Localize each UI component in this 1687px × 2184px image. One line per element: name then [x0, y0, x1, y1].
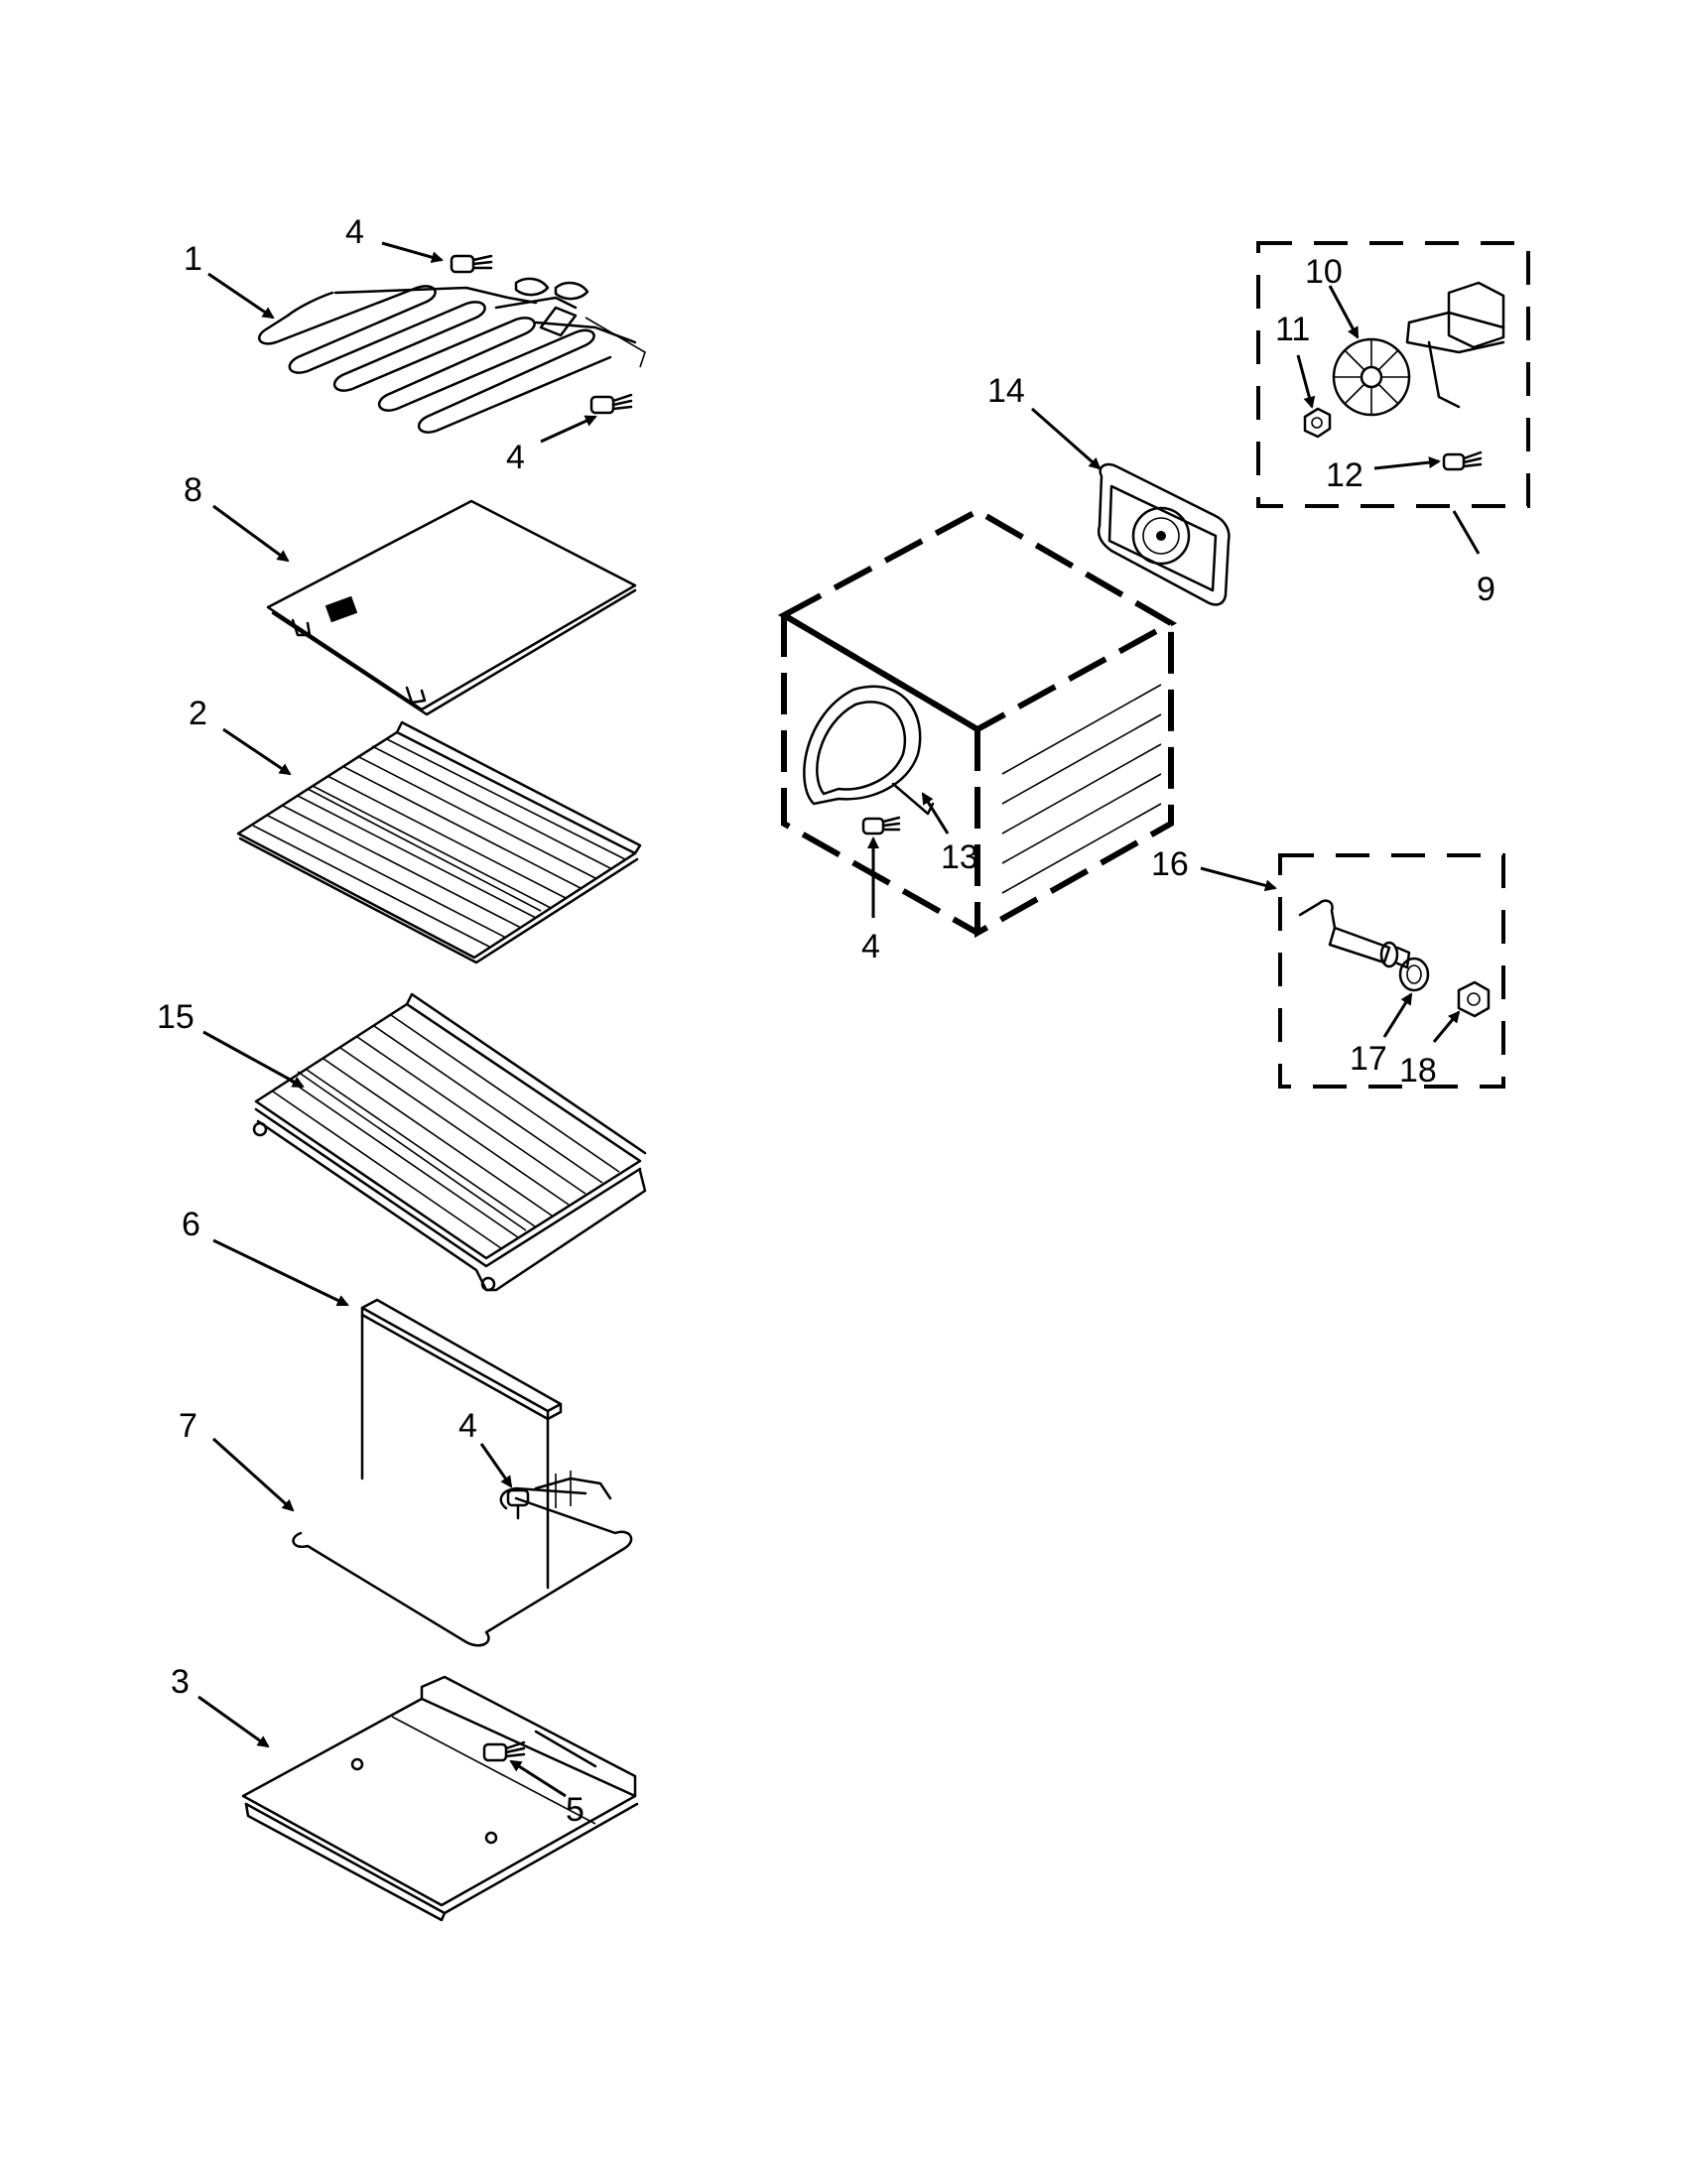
sensor-probe	[1298, 899, 1411, 969]
callout-15: 15	[157, 998, 195, 1036]
callout-4-top-right: 4	[506, 439, 525, 476]
screw-5	[482, 1740, 526, 1762]
nut-11	[1303, 407, 1332, 439]
callout-11: 11	[1275, 311, 1310, 348]
callout-2: 2	[189, 695, 207, 732]
broil-element	[258, 277, 646, 434]
callout-18: 18	[1399, 1052, 1437, 1090]
screw-4-cavity	[861, 816, 901, 835]
washer-17	[1398, 957, 1430, 992]
nut-18	[1457, 980, 1491, 1018]
rolling-rack	[252, 992, 647, 1292]
screw-12	[1442, 450, 1483, 471]
callout-3: 3	[171, 1663, 190, 1701]
bottom-panel	[241, 1675, 639, 1922]
callout-12: 12	[1326, 456, 1363, 494]
screw-4-top	[450, 254, 493, 274]
fan-motor-box	[1256, 241, 1530, 508]
oven-rack	[236, 720, 642, 964]
callout-14: 14	[987, 372, 1025, 410]
callout-7: 7	[179, 1407, 197, 1445]
callout-4-top: 4	[345, 213, 364, 251]
callout-13: 13	[941, 838, 978, 876]
callout-6: 6	[182, 1206, 200, 1243]
sensor-box	[1278, 853, 1505, 1089]
leader-lines	[197, 241, 1481, 1798]
oven-cavity	[777, 507, 1178, 939]
screw-4-bake	[506, 1488, 530, 1520]
element-shield	[360, 1298, 563, 1590]
bake-element	[292, 1471, 633, 1647]
screw-4-top-right	[589, 393, 633, 415]
fan-blade	[1332, 337, 1411, 417]
callout-17: 17	[1350, 1040, 1387, 1078]
callout-10: 10	[1305, 253, 1343, 291]
callout-8: 8	[184, 471, 202, 509]
fan-cover	[1097, 462, 1231, 606]
callout-4-bake: 4	[458, 1407, 477, 1445]
motor	[1405, 281, 1505, 409]
callout-5: 5	[566, 1791, 584, 1829]
callout-4-cavity: 4	[861, 928, 880, 965]
callout-1: 1	[184, 240, 202, 278]
callout-16: 16	[1151, 845, 1189, 883]
callout-9: 9	[1477, 571, 1495, 608]
inner-panel	[266, 499, 637, 716]
